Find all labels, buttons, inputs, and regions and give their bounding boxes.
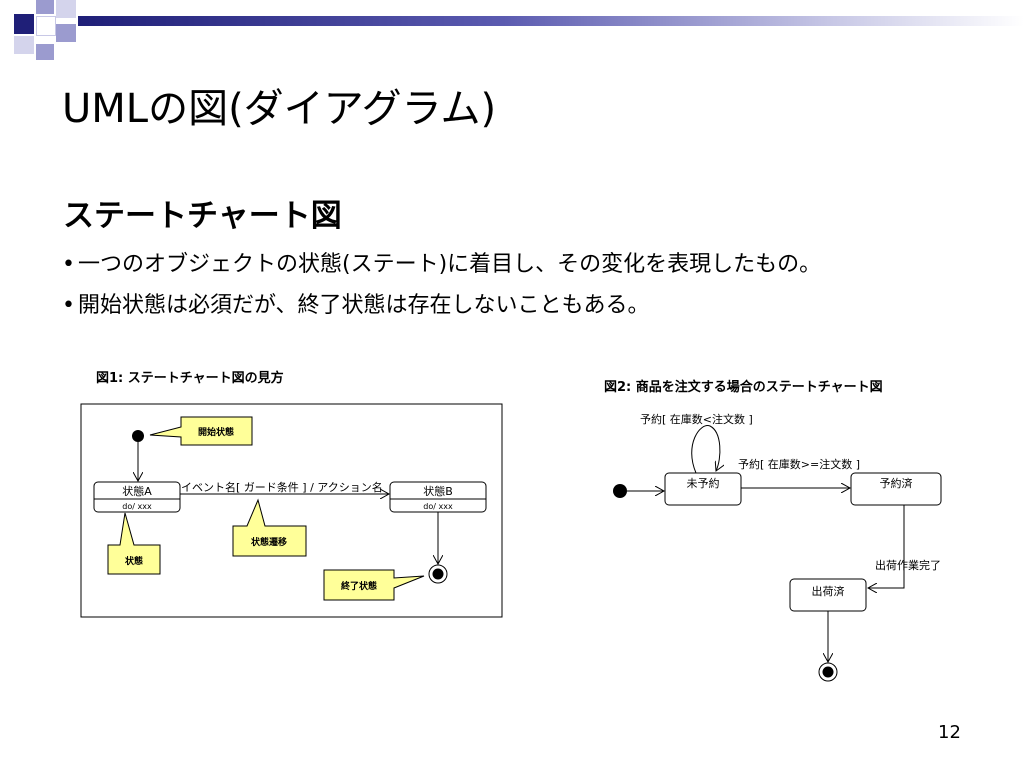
state-b-activity: do/ xxx [423, 502, 453, 511]
state-a-box: 状態A do/ xxx [93, 481, 181, 513]
final-state-node [428, 564, 448, 584]
callout-transition: 状態遷移 [232, 498, 307, 557]
deco-square-4 [36, 16, 56, 36]
self-loop-arrow [691, 425, 720, 474]
deco-square-6 [14, 36, 34, 54]
final-state-node [818, 662, 838, 682]
callout-start-text: 開始状態 [198, 426, 234, 438]
bullet-dot: • [62, 293, 75, 318]
callout-state-text: 状態 [125, 555, 143, 567]
figure1-caption: 図1: ステートチャート図の見方 [96, 371, 284, 386]
deco-square-7 [36, 44, 54, 60]
bullet-dot: • [62, 252, 75, 277]
deco-square-1 [14, 14, 34, 34]
state-reserved-box: 予約済 [850, 472, 942, 506]
callout-transition-text: 状態遷移 [251, 536, 287, 548]
transition-arrow [868, 505, 905, 588]
state-b-box: 状態B do/ xxx [389, 481, 487, 513]
bullet-item: •一つのオブジェクトの状態(ステート)に着目し、その変化を表現したもの。 [62, 246, 821, 278]
state-b-name: 状態B [423, 484, 453, 498]
deco-square-2 [36, 0, 54, 14]
state-shipped-label: 出荷済 [812, 584, 845, 598]
initial-state-node [613, 484, 627, 498]
callout-end: 終了状態 [323, 569, 425, 601]
state-a-name: 状態A [122, 484, 152, 498]
transition-label: イベント名[ ガード条件 ] / アクション名 [181, 480, 383, 494]
section-heading: ステートチャート図 [63, 198, 342, 234]
page-number: 12 [938, 722, 961, 743]
state-shipped-box: 出荷済 [789, 578, 867, 612]
slide-title: UMLの図(ダイアグラム) [62, 86, 497, 132]
reserve-label: 予約[ 在庫数>=注文数 ] [738, 457, 860, 471]
deco-square-3 [56, 0, 76, 18]
figure1-frame [80, 403, 503, 618]
bullet-text: 一つのオブジェクトの状態(ステート)に着目し、その変化を表現したもの。 [78, 252, 822, 277]
deco-square-5 [56, 24, 76, 42]
self-loop-label: 予約[ 在庫数<注文数 ] [640, 412, 753, 426]
bullet-item: •開始状態は必須だが、終了状態は存在しないこともある。 [62, 287, 650, 319]
callout-start: 開始状態 [149, 416, 253, 446]
ship-label: 出荷作業完了 [875, 558, 941, 572]
figure2-caption: 図2: 商品を注文する場合のステートチャート図 [604, 380, 883, 395]
state-unreserved-box: 未予約 [664, 472, 742, 506]
initial-state-node [132, 430, 144, 442]
state-a-activity: do/ xxx [122, 502, 152, 511]
state-unreserved-label: 未予約 [687, 476, 720, 490]
callout-end-text: 終了状態 [341, 580, 377, 592]
title-accent-bar [78, 16, 1024, 26]
state-reserved-label: 予約済 [880, 476, 913, 490]
callout-state: 状態 [107, 512, 161, 575]
bullet-text: 開始状態は必須だが、終了状態は存在しないこともある。 [78, 293, 650, 318]
